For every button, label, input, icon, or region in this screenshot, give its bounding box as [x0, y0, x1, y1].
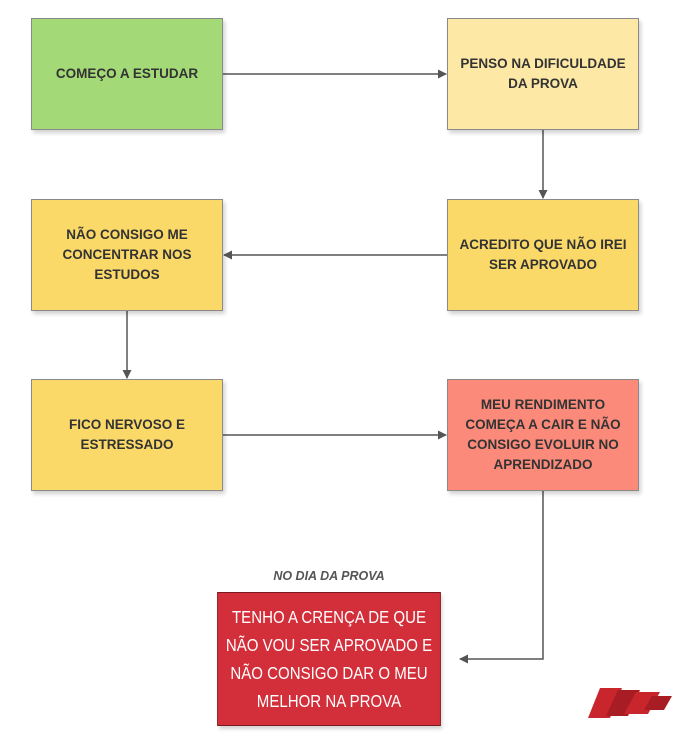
arrow-n6-n7	[459, 491, 544, 664]
node-final-belief-label: TENHO A CRENÇA DE QUE NÃO VOU SER APROVA…	[225, 607, 433, 711]
node-believe-will-fail: ACREDITO QUE NÃO IREI SER APROVADO	[447, 199, 639, 311]
node-final-belief: TENHO A CRENÇA DE QUE NÃO VOU SER APROVA…	[217, 592, 441, 726]
node-think-exam-difficulty: PENSO NA DIFICULDADE DA PROVA	[447, 18, 639, 130]
node-nervous-stressed: FICO NERVOSO E ESTRESSADO	[31, 379, 223, 491]
node-cannot-concentrate: NÃO CONSIGO ME CONCENTRAR NOS ESTUDOS	[31, 199, 223, 311]
node-performance-drops-label: MEU RENDIMENTO COMEÇA A CAIR E NÃO CONSI…	[465, 397, 621, 472]
node-performance-drops: MEU RENDIMENTO COMEÇA A CAIR E NÃO CONSI…	[447, 379, 639, 491]
node-nervous-stressed-label: FICO NERVOSO E ESTRESSADO	[68, 417, 186, 452]
node-believe-will-fail-label: ACREDITO QUE NÃO IREI SER APROVADO	[459, 237, 627, 272]
node-start-studying: COMEÇO A ESTUDAR	[31, 18, 223, 130]
node-cannot-concentrate-label: NÃO CONSIGO ME CONCENTRAR NOS ESTUDOS	[62, 227, 192, 282]
exam-day-caption: NO DIA DA PROVA	[273, 569, 385, 583]
node-start-studying-label: COMEÇO A ESTUDAR	[55, 66, 199, 81]
red-stripes-logo-icon	[588, 688, 672, 723]
node-think-exam-difficulty-label: PENSO NA DIFICULDADE DA PROVA	[460, 56, 626, 91]
